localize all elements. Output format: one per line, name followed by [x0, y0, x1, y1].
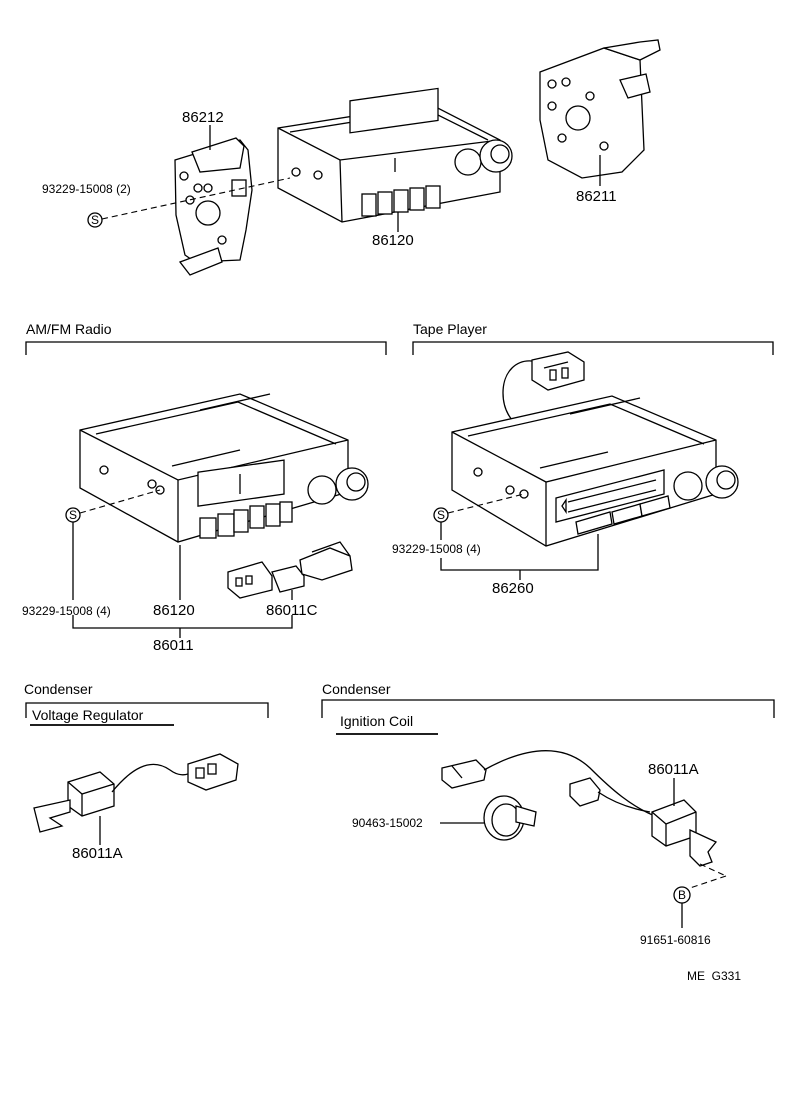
- dash-bolt-1: [699, 863, 727, 877]
- label-screw-top: 93229-15008 (2): [42, 182, 131, 196]
- label-86120-top: 86120: [372, 232, 414, 249]
- section-ignition-coil: Ignition Coil: [340, 713, 413, 729]
- knob-right-tape: [705, 465, 739, 499]
- label-screw-am-fm: 93229-15008 (4): [22, 604, 111, 618]
- label-86011A-right: 86011A: [648, 761, 699, 778]
- label-86011C: 86011C: [266, 602, 318, 619]
- dash-screw-tape: [447, 493, 525, 514]
- label-86120-am-fm: 86120: [153, 602, 195, 619]
- knob-right-am-fm: [335, 467, 369, 501]
- section-am-fm-radio: AM/FM Radio: [26, 321, 112, 337]
- bracket-86212: [174, 137, 253, 276]
- label-screw-tape: 93229-15008 (4): [392, 542, 481, 556]
- label-bolt: 91651-60816: [640, 933, 711, 947]
- label-86011A-left: 86011A: [72, 845, 123, 862]
- section-condenser-left: Condenser: [24, 681, 93, 697]
- knob-right-top: [479, 139, 513, 173]
- knob-left-am-fm: [307, 475, 337, 505]
- label-86211: 86211: [576, 188, 617, 205]
- label-clamp: 90463-15002: [352, 816, 423, 830]
- bracket-condenser-right: [321, 699, 775, 718]
- knob-left-tape: [673, 471, 703, 501]
- condenser-voltage-regulator: [33, 753, 239, 833]
- screw-letter-tape: S: [437, 508, 445, 522]
- bolt-letter: B: [678, 888, 686, 902]
- section-tape-player: Tape Player: [413, 321, 487, 337]
- label-86260: 86260: [492, 580, 534, 597]
- knob-left-top: [454, 148, 482, 176]
- connector-86011C: [227, 541, 353, 599]
- dash-bolt-2: [689, 875, 727, 889]
- screw-letter-top: S: [91, 213, 99, 227]
- tape-cable-connector: [502, 351, 585, 421]
- radio-top-buttons: [361, 185, 441, 217]
- tape-player-buttons: [575, 495, 671, 535]
- bracket-condenser-left: [25, 702, 269, 718]
- clamp-90463-15002: [483, 795, 537, 841]
- screw-symbol-top: [87, 212, 103, 228]
- dash-screw-am-fm: [79, 489, 161, 514]
- radio-am-fm-buttons: [199, 501, 293, 539]
- label-86011: 86011: [153, 637, 194, 654]
- radio-unit-top: [277, 87, 513, 223]
- bracket-am-fm: [25, 341, 387, 355]
- label-86212: 86212: [182, 109, 224, 126]
- bracket-tape: [412, 341, 774, 355]
- condenser-ignition-coil: [441, 750, 718, 867]
- tape-player-unit: [451, 395, 739, 547]
- bracket-86211: [539, 39, 661, 179]
- dash-screw-top: [101, 177, 291, 220]
- radio-unit-am-fm: [79, 393, 369, 543]
- screw-letter-am-fm: S: [69, 508, 77, 522]
- bracket-86011: [72, 615, 293, 629]
- footer-code: ME G331: [687, 969, 741, 983]
- section-voltage-regulator: Voltage Regulator: [32, 707, 144, 723]
- section-condenser-right: Condenser: [322, 681, 391, 697]
